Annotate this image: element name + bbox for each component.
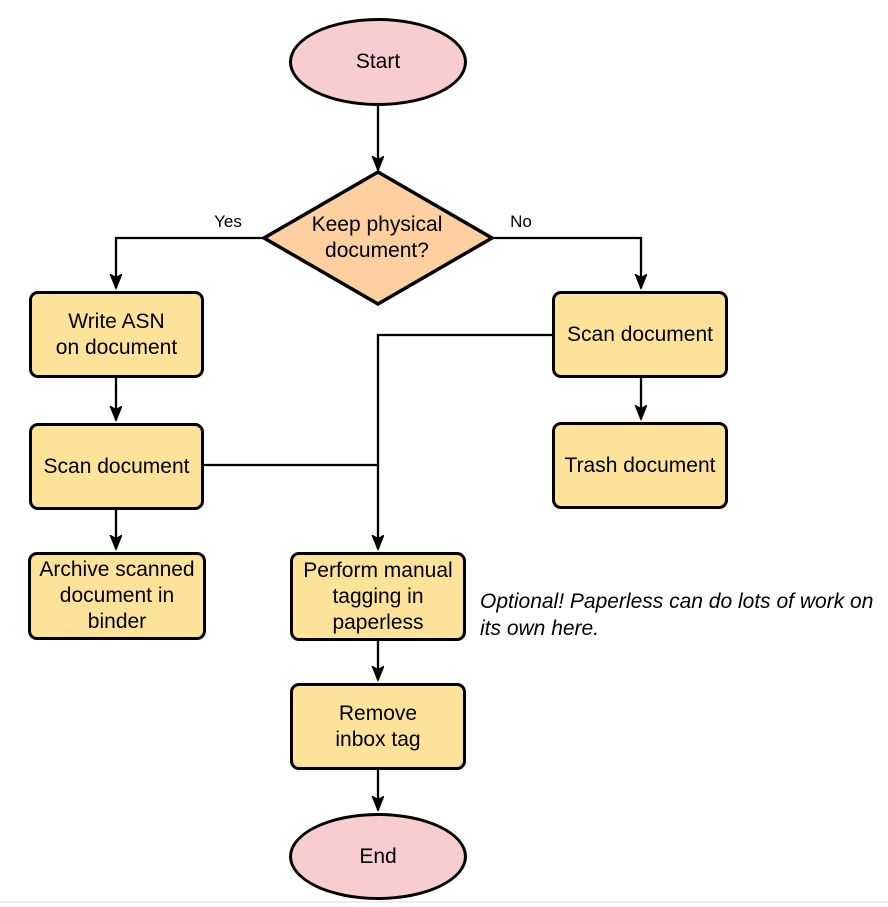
node-end-label: End [359, 844, 397, 868]
node-scan-document-right: Scan document [552, 291, 728, 378]
node-trash-document: Trash document [552, 422, 728, 509]
node-manual-tagging: Perform manual tagging in paperless [290, 552, 466, 641]
node-trash-document-label: Trash document [564, 453, 716, 477]
node-remove-inbox-tag: Remove inbox tag [290, 683, 466, 770]
edge-decision-scan-right [490, 236, 641, 288]
node-scan-document-left-label: Scan document [43, 454, 190, 478]
edge-label-no: No [508, 212, 534, 232]
diamond-polygon [260, 169, 496, 307]
node-archive-binder-label: Archive scanned document in binder [39, 558, 195, 633]
bottom-rule [0, 901, 888, 903]
node-scan-document-left: Scan document [29, 423, 204, 510]
edge-scan-right-tagging [378, 333, 552, 549]
node-write-asn-label: Write ASN on document [55, 309, 178, 359]
node-start: Start [289, 18, 467, 106]
optional-note: Optional! Paperless can do lots of work … [480, 590, 874, 640]
node-remove-inbox-tag-label: Remove inbox tag [335, 701, 421, 751]
edge-label-yes: Yes [212, 212, 244, 232]
node-end: End [289, 813, 467, 900]
node-scan-document-right-label: Scan document [567, 322, 713, 346]
node-write-asn: Write ASN on document [29, 291, 204, 378]
edge-decision-write-asn [116, 236, 265, 288]
decision-diamond-shape [260, 169, 496, 307]
node-start-label: Start [355, 50, 401, 73]
node-decision: Keep physical document? [265, 173, 489, 303]
node-decision-label: Keep physical document? [311, 213, 443, 262]
node-archive-binder: Archive scanned document in binder [28, 552, 206, 640]
node-manual-tagging-label: Perform manual tagging in paperless [303, 558, 453, 634]
